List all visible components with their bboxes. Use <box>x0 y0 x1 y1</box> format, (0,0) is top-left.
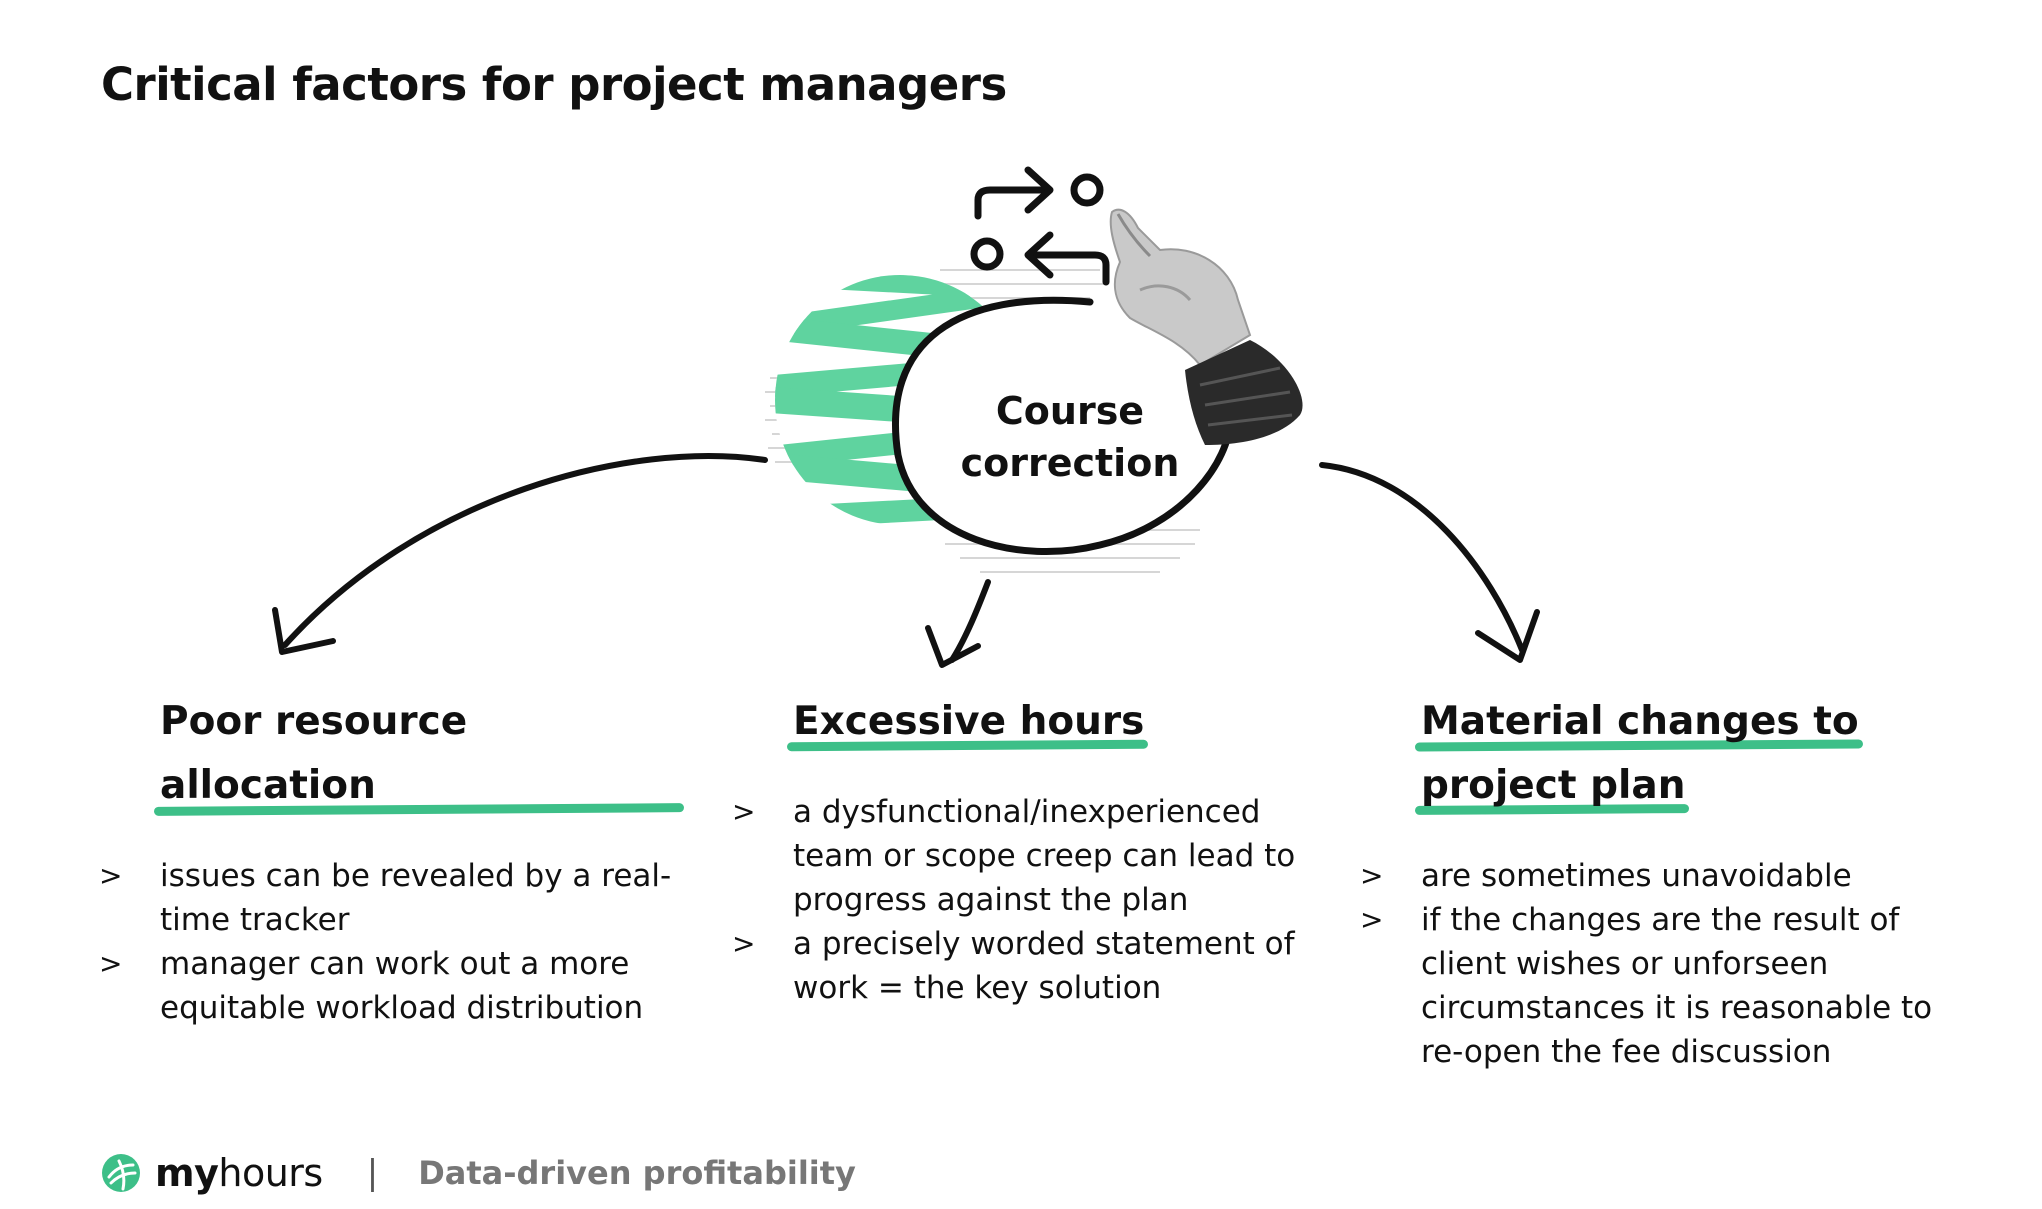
brand-light: hours <box>218 1151 323 1195</box>
factor-title: Poor resource allocation <box>160 690 680 818</box>
list-item: > if the changes are the result of client… <box>1360 898 1981 1074</box>
bullet-text: are sometimes unavoidable <box>1421 858 1852 894</box>
bullet-marker: > <box>99 947 123 980</box>
list-item: > a precisely worded statement of work =… <box>732 922 1333 1010</box>
bullet-marker: > <box>732 795 756 828</box>
footer-tagline: Data-driven profitability <box>418 1154 856 1192</box>
factor-excessive-hours: Excessive hours > a dysfunctional/inexper… <box>732 690 1333 1010</box>
brand-name: myhours <box>155 1151 323 1195</box>
arrow-middle <box>925 579 991 668</box>
bullet-text: issues can be revealed by a real-time tr… <box>160 858 672 938</box>
bullet-text: a precisely worded statement of work = t… <box>793 926 1295 1006</box>
course-correction-label: Course correction <box>920 385 1220 489</box>
factor-bullets: > a dysfunctional/inexperienced team or s… <box>732 790 1333 1010</box>
logo-icon <box>102 1154 140 1192</box>
list-item: > are sometimes unavoidable <box>1360 854 1981 898</box>
center-line-1: Course <box>995 389 1145 433</box>
factor-material-changes: Material changes to project plan > are so… <box>1360 690 1981 1074</box>
factor-bullets: > issues can be revealed by a real-time t… <box>99 854 680 1030</box>
list-item: > a dysfunctional/inexperienced team or s… <box>732 790 1333 922</box>
factor-title-line: Excessive hours <box>793 690 1144 754</box>
bullet-marker: > <box>1360 903 1384 936</box>
course-loop <box>892 296 1234 555</box>
factor-title: Excessive hours <box>793 690 1333 754</box>
factor-title-line: project plan <box>1421 754 1685 818</box>
bullet-marker: > <box>99 859 123 892</box>
factor-title-line: Material changes to <box>1421 690 1859 754</box>
list-item: > issues can be revealed by a real-time t… <box>99 854 680 942</box>
arrow-left <box>272 453 768 655</box>
factor-bullets: > are sometimes unavoidable > if the chang… <box>1360 854 1981 1074</box>
list-item: > manager can work out a more equitable w… <box>99 942 680 1030</box>
arrow-right <box>1319 462 1540 663</box>
page-title: Critical factors for project managers <box>101 58 1007 111</box>
footer: myhours | Data-driven profitability <box>101 1148 856 1198</box>
factor-poor-resource-allocation: Poor resource allocation > issues can be … <box>99 690 680 1030</box>
pointing-hand-icon <box>1109 208 1303 445</box>
bullet-text: if the changes are the result of client … <box>1421 902 1933 1070</box>
factor-title: Material changes to project plan <box>1421 690 1981 818</box>
route-icon <box>970 166 1110 286</box>
factor-title-line: Poor resource allocation <box>160 690 680 818</box>
center-line-2: correction <box>960 441 1180 485</box>
bullet-marker: > <box>732 927 756 960</box>
bullet-text: a dysfunctional/inexperienced team or sc… <box>793 794 1296 918</box>
footer-separator: | <box>366 1153 379 1193</box>
brand-bold: my <box>155 1151 219 1195</box>
bullet-text: manager can work out a more equitable wo… <box>160 946 644 1026</box>
bullet-marker: > <box>1360 859 1384 892</box>
